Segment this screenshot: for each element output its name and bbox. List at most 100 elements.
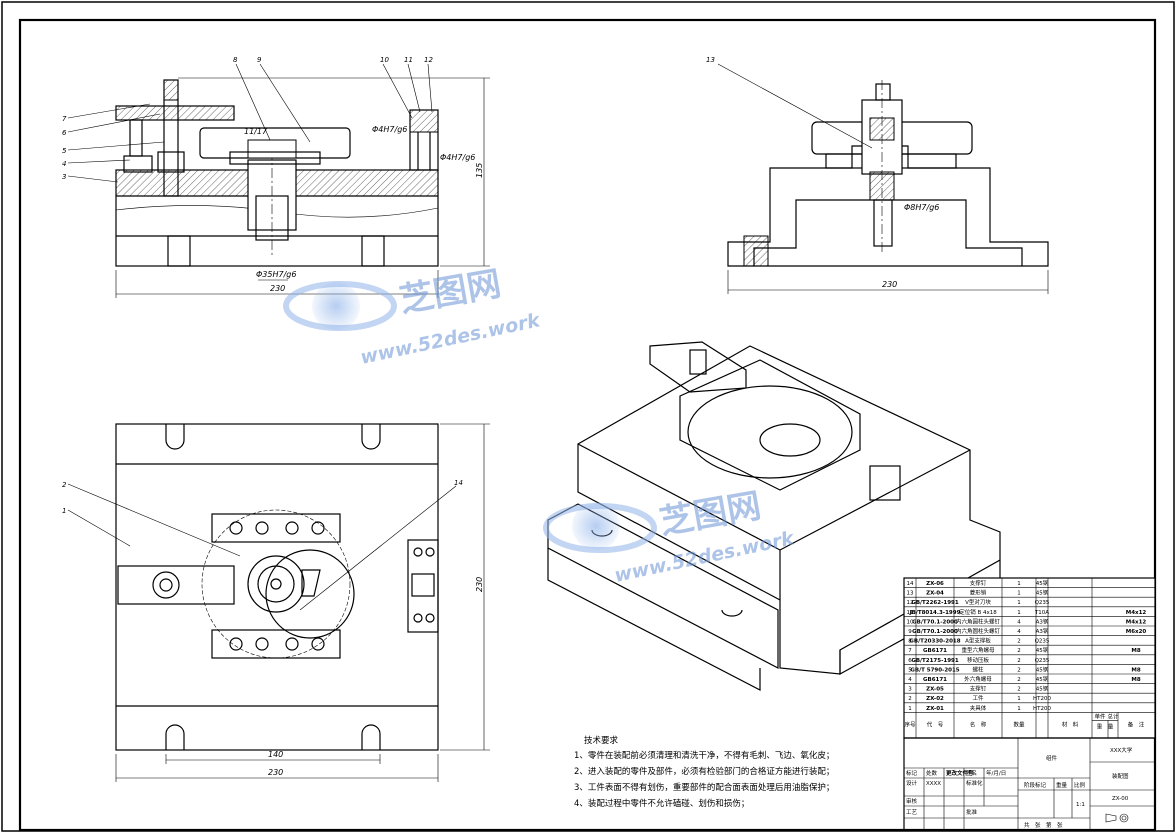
title-block: 标记 处数 更改文件号 签名 年/月/日 设计 XXXX 标准化 审核 工艺 批… bbox=[903, 737, 1156, 831]
front-label-8: 8 bbox=[233, 56, 238, 64]
bom-header-mat: 材 料 bbox=[1062, 720, 1079, 728]
tb-scale: 1:1 bbox=[1076, 802, 1085, 808]
watermark-brand: 芝图网 bbox=[397, 264, 504, 321]
tb-process-label: 工艺 bbox=[906, 809, 918, 816]
top-inner-width-dim: 140 bbox=[268, 750, 283, 759]
bom-header-remark: 备 注 bbox=[1128, 720, 1145, 728]
bom-cell-no: 8 bbox=[908, 639, 912, 645]
watermark-logo-2: 芝图网 www.52des.work bbox=[543, 486, 797, 587]
bom-cell-no: 4 bbox=[908, 677, 912, 683]
bom-cell-qty: 1 bbox=[1017, 610, 1021, 616]
bom-cell-note: M6x20 bbox=[1126, 629, 1147, 635]
bom-cell-mat: T10A bbox=[1034, 610, 1049, 616]
bom-cell-no: 14 bbox=[907, 581, 914, 587]
bom-cell-no: 3 bbox=[908, 687, 912, 693]
bom-cell-qty: 4 bbox=[1017, 619, 1021, 625]
tb-date-label: 年/月/日 bbox=[986, 769, 1006, 777]
bom-cell-name: 内六角圆柱头螺钉 bbox=[956, 617, 1001, 625]
bom-cell-qty: 1 bbox=[1017, 581, 1021, 587]
bom-cell-note: M4x12 bbox=[1126, 619, 1147, 625]
front-bore-dim: Φ35H7/g6 bbox=[256, 270, 296, 279]
front-label-10: 10 bbox=[380, 56, 389, 64]
front-label-4: 4 bbox=[62, 160, 66, 168]
tech-req-4: 4、装配过程中零件不允许磕碰、划伤和损伤； bbox=[574, 798, 749, 809]
front-label-9: 9 bbox=[257, 56, 262, 64]
bom-cell-qty: 1 bbox=[1017, 696, 1021, 702]
bom-cell-mat: 45钢 bbox=[1036, 646, 1049, 654]
front-fit-3: Φ4H7/g6 bbox=[440, 153, 475, 162]
front-label-6: 6 bbox=[62, 129, 67, 137]
bom-cell-qty: 2 bbox=[1017, 658, 1021, 664]
tech-req-1: 1、零件在装配前必须清理和清洗干净，不得有毛刺、飞边、氧化皮； bbox=[574, 750, 834, 761]
tb-group: 组件 bbox=[1046, 754, 1058, 762]
top-view: 2 1 14 230 140 230 bbox=[62, 423, 490, 782]
side-width-dim: 230 bbox=[882, 280, 897, 289]
bom-cell-code: GB/T20330-2018 bbox=[909, 639, 960, 645]
tech-req-2: 2、进入装配的零件及部件，必须有检验部门的合格证方能进行装配； bbox=[574, 766, 834, 777]
front-fit-1: 11/17 bbox=[244, 127, 268, 136]
bom-cell-mat: Q235 bbox=[1035, 639, 1050, 645]
bom-cell-name: 内六角圆柱头螺钉 bbox=[956, 627, 1001, 635]
tb-count-label: 处数 bbox=[926, 769, 938, 777]
front-label-12: 12 bbox=[424, 56, 433, 64]
tb-doc-label: 更改文件号 bbox=[946, 769, 974, 777]
bom-cell-code: GB/T70.1-2000 bbox=[912, 629, 958, 635]
tb-drawing-no: ZX-00 bbox=[1112, 796, 1129, 802]
bom-cell-no: 13 bbox=[907, 591, 914, 597]
front-label-7: 7 bbox=[62, 115, 67, 123]
bom-cell-code: ZX-05 bbox=[926, 687, 944, 693]
bom-cell-name: 支撑钉 bbox=[970, 579, 987, 587]
bom-cell-mat: Q235 bbox=[1035, 600, 1050, 606]
bom-cell-code: GB/T2262-1991 bbox=[911, 600, 959, 606]
projection-symbol-icon bbox=[1105, 813, 1129, 823]
bom-cell-name: 外六角螺母 bbox=[964, 675, 992, 683]
bom-header-qty: 数量 bbox=[1013, 720, 1025, 728]
tb-school: XXX大学 bbox=[1110, 746, 1133, 754]
bom-cell-name: 工件 bbox=[972, 694, 984, 702]
top-label-2: 2 bbox=[62, 481, 67, 489]
tb-mark-label: 标记 bbox=[906, 769, 918, 777]
bom-cell-mat: 45钢 bbox=[1036, 589, 1049, 597]
bom-cell-code: JB/T8014.3-1999 bbox=[909, 610, 961, 616]
watermark-logo: 芝图网 www.52des.work bbox=[283, 264, 543, 369]
bom-header-code: 代 号 bbox=[927, 720, 944, 728]
bom-cell-qty: 4 bbox=[1017, 629, 1021, 635]
bom-cell-mat: HT200 bbox=[1033, 706, 1051, 712]
bom-cell-mat: HT200 bbox=[1033, 696, 1051, 702]
bom-cell-mat: 45钢 bbox=[1036, 675, 1049, 683]
top-height-dim: 230 bbox=[475, 577, 484, 592]
bom-cell-qty: 1 bbox=[1017, 591, 1021, 597]
bom-cell-code: ZX-01 bbox=[926, 706, 944, 712]
bom-cell-mat: 45钢 bbox=[1036, 579, 1049, 587]
tb-subtitle: 装配图 bbox=[1112, 772, 1129, 780]
top-label-1: 1 bbox=[62, 507, 66, 515]
bom-cell-no: 9 bbox=[908, 629, 912, 635]
bom-cell-mat: Q235 bbox=[1035, 658, 1050, 664]
bom-cell-no: 12 bbox=[907, 600, 914, 606]
bom-cell-code: GB6171 bbox=[923, 648, 947, 654]
tb-std-label: 标准化 bbox=[966, 779, 983, 787]
tb-stage-label: 阶段标记 bbox=[1024, 781, 1047, 789]
front-width-dim: 230 bbox=[270, 284, 285, 293]
bom-cell-code: ZX-06 bbox=[926, 581, 944, 587]
bom-cell-name: 移动压板 bbox=[967, 656, 990, 664]
bom-cell-name: 菱形销 bbox=[970, 589, 987, 597]
front-label-5: 5 bbox=[62, 147, 67, 155]
technical-requirements: 技术要求 1、零件在装配前必须清理和清洗干净，不得有毛刺、飞边、氧化皮； 2、进… bbox=[574, 735, 834, 809]
bom-cell-code: GB/T70.1-2000 bbox=[912, 619, 958, 625]
front-label-11: 11 bbox=[404, 56, 413, 64]
bom-cell-qty: 1 bbox=[1017, 600, 1021, 606]
tb-sign-label: 签名 bbox=[966, 769, 977, 777]
bom-cell-no: 11 bbox=[907, 610, 914, 616]
tb-weight-label: 重量 bbox=[1056, 781, 1068, 789]
side-fit-dim: Φ8H7/g6 bbox=[904, 203, 939, 212]
bom-cell-note: M8 bbox=[1131, 677, 1140, 683]
bom-cell-no: 5 bbox=[908, 667, 912, 673]
bom-cell-name: A型支撑板 bbox=[965, 637, 991, 645]
bom-cell-code: ZX-04 bbox=[926, 591, 944, 597]
bom-cell-code: GB6171 bbox=[923, 677, 947, 683]
bom-header-no: 序号 bbox=[904, 720, 916, 728]
tb-sheets: 共 张 第 张 bbox=[1024, 821, 1063, 829]
tech-req-title: 技术要求 bbox=[584, 735, 619, 746]
